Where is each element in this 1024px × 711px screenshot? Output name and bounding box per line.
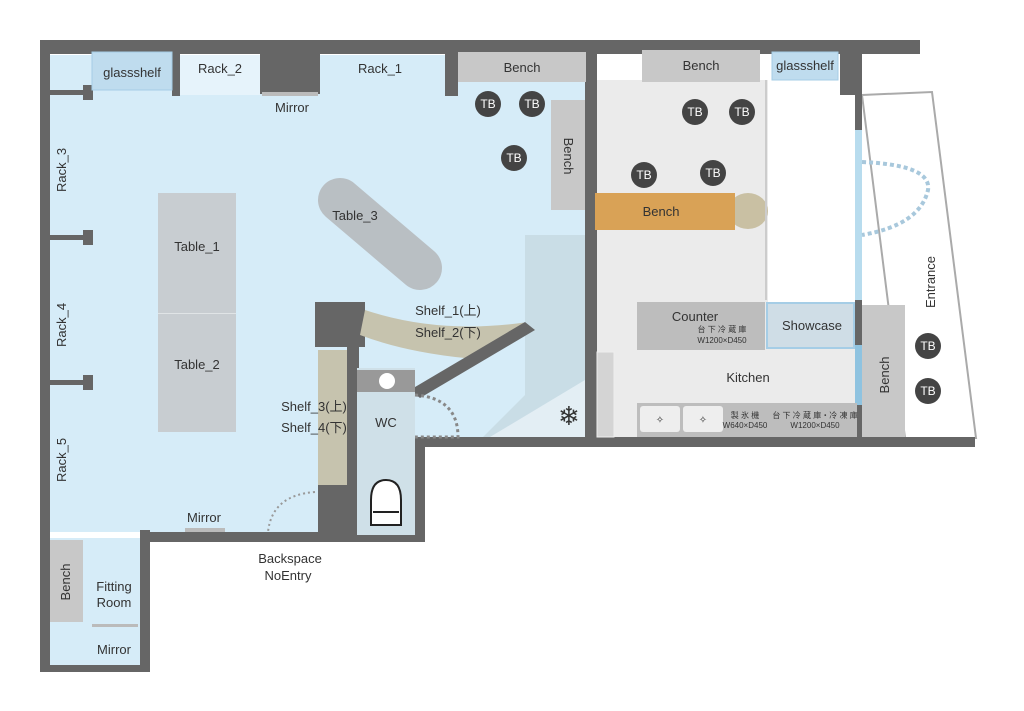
table-2-label: Table_2 [174,357,220,372]
counter [637,302,765,350]
table-3-label: Table_3 [332,208,378,223]
wc-label: WC [375,415,397,430]
rack-1-label: Rack_1 [358,61,402,76]
shelf-2-label: Shelf_2(下) [415,325,481,340]
bench-top-left-label: Bench [504,60,541,75]
sink-icon [379,373,395,389]
noentry-label: NoEntry [265,568,312,583]
rack-2-label: Rack_2 [198,61,242,76]
3-label: TB [687,105,702,119]
8-label: TB [920,384,935,398]
table-1-label: Table_1 [174,239,220,254]
white-area [768,80,855,302]
backspace-door-swing [267,491,316,533]
entrance-label: Entrance [923,256,938,308]
toilet-icon [370,478,402,526]
2-label: TB [506,151,521,165]
side-shelf [596,351,615,438]
shelf-3-label: Shelf_3(上) [281,399,347,414]
bench-fitting-label: Bench [58,564,73,601]
ice-size-label: W640×D450 [723,421,768,430]
shelf-3-4 [318,350,347,485]
showcase [766,302,855,349]
backspace-label: Backspace [258,551,322,566]
snow-area [490,380,585,437]
bench-top-right-label: Bench [683,58,720,73]
fitting-label: Fitting [96,579,131,594]
glass-wall [855,130,862,300]
room-label: Room [97,595,132,610]
fridge-freezer-size-label: W1200×D450 [790,421,840,430]
4-label: TB [734,105,749,119]
showcase-label: Showcase [782,318,842,333]
tb-tables: TB TB TB TB TB TB TB TB TB [475,91,941,404]
bench-entrance [862,305,905,437]
table-3 [318,178,442,290]
glass-wall [855,345,862,405]
bench-orange [595,193,735,230]
snowflake-icon: ❄ [558,401,580,431]
glassshelf-right-label: glassshelf [776,58,834,73]
bench-vertical-label: Bench [561,138,576,175]
glassshelf-left-label: glassshelf [103,65,161,80]
bench-top-right [642,50,760,82]
5-label: TB [636,168,651,182]
wc-door-swing [414,393,460,439]
7-label: TB [920,339,935,353]
rack-5-label: Rack_5 [54,438,69,482]
rack-3-label: Rack_3 [54,148,69,192]
mirror-fitting [92,624,138,627]
ice-machine-label: 製 氷 機 [731,410,759,420]
table-2 [158,314,236,432]
bench-top-left [458,52,586,82]
counter-fridge-label: 台 下 冷 蔵 庫 [698,324,747,334]
0-label: TB [480,97,495,111]
ice-machine [640,406,680,432]
mirror-bottom [185,528,225,532]
bench-entrance-label: Bench [877,357,892,394]
shelf-4-label: Shelf_4(下) [281,420,347,435]
shelf-1-label: Shelf_1(上) [415,303,481,318]
glassshelf-right [771,51,839,81]
diagonal-partition [483,235,585,437]
table-1 [158,193,236,313]
burner-icon: ✧ [699,415,707,426]
glassshelf-left [91,51,173,91]
mirror-bottom-label: Mirror [187,510,222,525]
1-label: TB [524,97,539,111]
partition-wall [410,322,535,398]
bench-vertical [551,100,585,210]
bench-fitting [50,540,83,622]
outside-area [425,445,595,545]
mirror-top [262,92,318,96]
rack-2-area [180,55,260,95]
counter-label: Counter [672,309,719,324]
rack-4-label: Rack_4 [54,303,69,347]
kitchen-label: Kitchen [726,370,769,385]
mirror-top-label: Mirror [275,100,310,115]
entrance-door-swing [861,160,931,237]
6-label: TB [705,166,720,180]
bench-orange-label: Bench [643,204,680,219]
bench-end [728,193,768,229]
ice-machine [683,406,723,432]
burner-icon: ✧ [656,415,664,426]
counter-size-label: W1200×D450 [697,336,747,345]
fridge-freezer-label: 台 下 冷 蔵 庫・冷 凍 庫 [772,410,857,420]
mirror-fitting-label: Mirror [97,642,132,657]
